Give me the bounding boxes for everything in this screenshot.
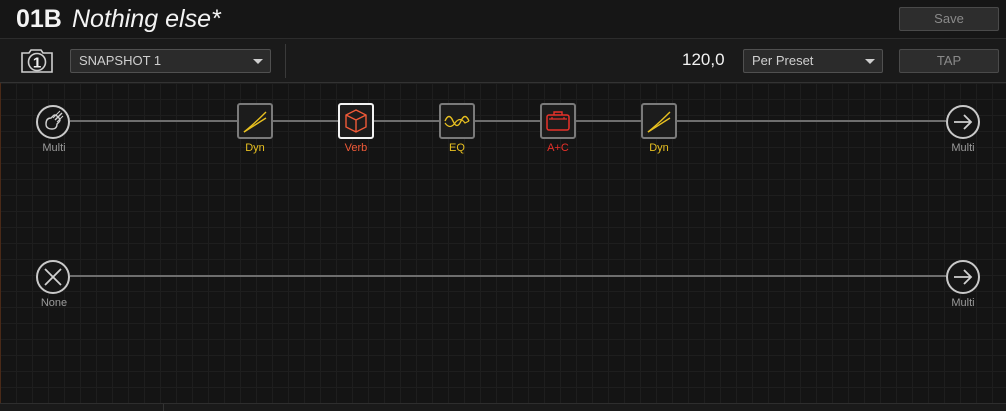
tempo-mode-value: Per Preset bbox=[752, 53, 814, 68]
path-1-block-2[interactable] bbox=[338, 103, 374, 139]
tempo-mode-select[interactable]: Per Preset bbox=[743, 49, 883, 73]
window-edge bbox=[0, 83, 1, 403]
dynamics-icon bbox=[243, 111, 267, 133]
path-2-output-label: Multi bbox=[951, 297, 975, 309]
preset-number: 01B bbox=[16, 5, 62, 33]
output-arrow-icon bbox=[954, 114, 973, 130]
path-1-output-node[interactable] bbox=[946, 105, 980, 139]
path-1-block-5-label: Dyn bbox=[649, 142, 669, 154]
chevron-down-icon bbox=[253, 59, 263, 64]
tap-tempo-button[interactable]: TAP bbox=[899, 49, 999, 73]
toolbar: 1 SNAPSHOT 1 120,0 Per Preset TAP bbox=[0, 39, 1006, 83]
reverb-cube-icon bbox=[345, 109, 367, 133]
snapshot-select[interactable]: SNAPSHOT 1 bbox=[70, 49, 271, 73]
path-1-block-1-label: Dyn bbox=[245, 142, 265, 154]
path-1-block-4[interactable] bbox=[540, 103, 576, 139]
signal-flow-canvas[interactable]: Multi Dyn Verb EQ A+C bbox=[0, 83, 1006, 403]
output-arrow-icon bbox=[954, 269, 973, 285]
bottom-panel-edge bbox=[0, 403, 1006, 411]
snapshot-camera-icon[interactable]: 1 bbox=[19, 48, 55, 74]
path-1-input-label: Multi bbox=[42, 142, 66, 154]
toolbar-divider bbox=[285, 44, 286, 78]
path-2-input-node[interactable] bbox=[36, 260, 70, 294]
path-2-input-label: None bbox=[40, 297, 68, 309]
bottom-divider bbox=[163, 404, 164, 411]
eq-wave-icon bbox=[444, 115, 470, 128]
path-1-block-1[interactable] bbox=[237, 103, 273, 139]
path-1-line bbox=[70, 120, 946, 122]
path-2-output-node[interactable] bbox=[946, 260, 980, 294]
path-2-line bbox=[70, 275, 946, 277]
chevron-down-icon bbox=[865, 59, 875, 64]
preset-header: 01B Nothing else* Save bbox=[0, 0, 1006, 39]
preset-name[interactable]: Nothing else* bbox=[72, 5, 221, 33]
amp-cab-icon bbox=[546, 111, 570, 131]
path-1-block-4-label: A+C bbox=[547, 142, 569, 154]
path-1-block-5[interactable] bbox=[641, 103, 677, 139]
path-1-block-3[interactable] bbox=[439, 103, 475, 139]
snapshot-icon-number: 1 bbox=[33, 55, 41, 72]
tempo-value[interactable]: 120,0 bbox=[682, 50, 725, 69]
dynamics-icon bbox=[647, 111, 671, 133]
path-1-output-label: Multi bbox=[951, 142, 975, 154]
snapshot-select-value: SNAPSHOT 1 bbox=[79, 53, 162, 68]
path-1-block-2-label: Verb bbox=[344, 142, 368, 154]
path-1-input-node[interactable] bbox=[36, 105, 70, 139]
guitar-input-icon bbox=[45, 110, 64, 130]
save-button[interactable]: Save bbox=[899, 7, 999, 31]
no-input-icon bbox=[44, 268, 62, 286]
path-1-block-3-label: EQ bbox=[449, 142, 465, 154]
